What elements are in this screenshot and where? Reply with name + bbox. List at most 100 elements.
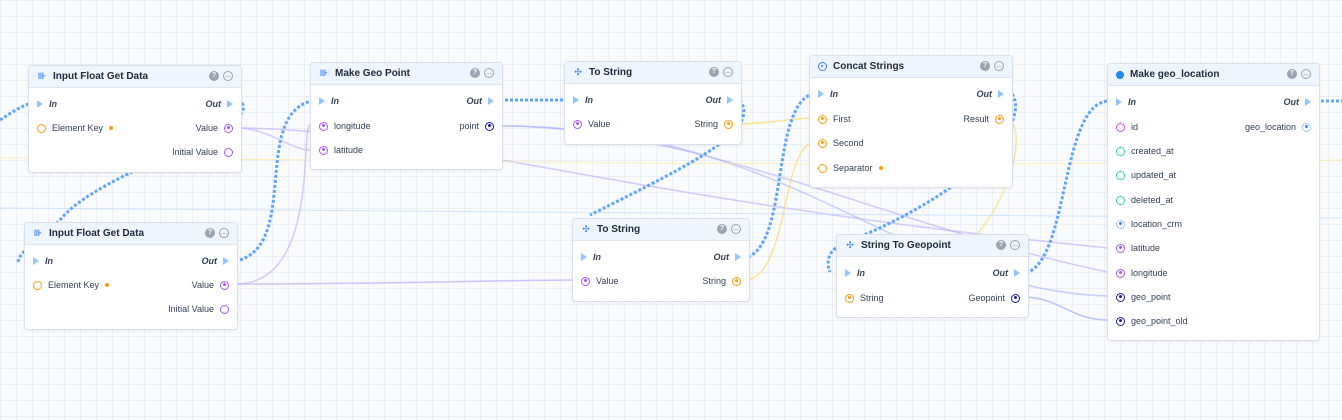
node-title: String To Geopoint [861, 240, 951, 251]
node-header[interactable]: ⊪ Input Float Get Data ?… [25, 223, 237, 245]
result-pin[interactable] [995, 114, 1004, 124]
comment-icon[interactable]: … [1010, 240, 1020, 250]
exec-out-pin[interactable] [488, 97, 494, 105]
geo-location-pin[interactable] [1302, 122, 1311, 132]
element-key-pin[interactable] [33, 280, 42, 290]
exec-out-pin[interactable] [227, 100, 233, 108]
node-header[interactable]: ⊪ Input Float Get Data ?… [29, 66, 241, 88]
help-icon[interactable]: ? [1287, 69, 1297, 79]
element-key-pin[interactable] [37, 123, 46, 133]
node-header[interactable]: ⊪ Make Geo Point ?… [311, 63, 502, 85]
help-icon[interactable]: ? [470, 68, 480, 78]
exec-out-label: Out [976, 89, 993, 99]
string-pin[interactable] [732, 276, 741, 286]
node-title: Make geo_location [1130, 69, 1220, 80]
node-title: Make Geo Point [335, 68, 411, 79]
value-pin[interactable] [581, 276, 590, 286]
comment-icon[interactable]: … [731, 224, 741, 234]
comment-icon[interactable]: … [484, 68, 494, 78]
latitude-pin[interactable] [319, 145, 328, 155]
node-title: Input Float Get Data [49, 228, 144, 239]
exec-out-pin[interactable] [998, 90, 1004, 98]
node-concat-strings[interactable]: Concat Strings ?… In Out First Result Se… [809, 55, 1013, 188]
initial-value-pin[interactable] [220, 304, 229, 314]
help-icon[interactable]: ? [996, 240, 1006, 250]
value-pin[interactable] [573, 119, 582, 129]
created-at-pin[interactable] [1116, 146, 1125, 156]
exec-in-label: In [830, 89, 838, 99]
comment-icon[interactable]: … [219, 228, 229, 238]
help-icon[interactable]: ? [717, 224, 727, 234]
pin-label: String [702, 276, 726, 286]
string-pin[interactable] [724, 119, 733, 129]
comment-icon[interactable]: … [223, 71, 233, 81]
exec-out-label: Out [201, 256, 218, 266]
node-header[interactable]: ✣ To String ?… [573, 219, 749, 241]
pin-label: longitude [1131, 268, 1168, 278]
help-icon[interactable]: ? [209, 71, 219, 81]
required-dot [109, 126, 114, 130]
exec-in-pin[interactable] [319, 97, 325, 105]
value-pin[interactable] [220, 280, 229, 290]
node-header[interactable]: ✣ To String ?… [565, 62, 741, 84]
exec-in-pin[interactable] [818, 90, 824, 98]
exec-out-pin[interactable] [727, 96, 733, 104]
exec-in-pin[interactable] [1116, 98, 1122, 106]
location-crm-pin[interactable] [1116, 219, 1125, 229]
exec-out-pin[interactable] [735, 253, 741, 261]
pin-label: deleted_at [1131, 195, 1174, 205]
node-input-float-get-data[interactable]: ⊪ Input Float Get Data ?… In Out Element… [24, 222, 238, 330]
exec-out-pin[interactable] [1305, 98, 1311, 106]
pin-label: First [833, 114, 851, 124]
longitude-pin[interactable] [319, 121, 328, 131]
string-pin[interactable] [845, 293, 854, 303]
node-string-to-geopoint[interactable]: ✣ String To Geopoint ?… In Out String Ge… [836, 234, 1029, 318]
geopoint-pin[interactable] [1011, 293, 1020, 303]
pin-label: Value [588, 119, 611, 129]
pin-label: Result [963, 114, 989, 124]
separator-pin[interactable] [818, 163, 827, 173]
pin-label: Separator [833, 163, 873, 173]
data-wire [743, 141, 817, 281]
help-icon[interactable]: ? [980, 61, 990, 71]
node-input-float-get-data[interactable]: ⊪ Input Float Get Data ?… In Out Element… [28, 65, 242, 173]
node-make-geo-location[interactable]: Make geo_location ?… In Out id geo_locat… [1107, 63, 1320, 341]
exec-out-pin[interactable] [223, 257, 229, 265]
second-pin[interactable] [818, 138, 827, 148]
help-icon[interactable]: ? [205, 228, 215, 238]
node-make-geo-point[interactable]: ⊪ Make Geo Point ?… In Out longitude poi… [310, 62, 503, 170]
node-to-string[interactable]: ✣ To String ?… In Out Value String [572, 218, 750, 302]
exec-in-pin[interactable] [845, 269, 851, 277]
point-pin[interactable] [485, 121, 494, 131]
latitude-pin[interactable] [1116, 243, 1125, 253]
node-header[interactable]: ✣ String To Geopoint ?… [837, 235, 1028, 257]
exec-in-pin[interactable] [33, 257, 39, 265]
geo-point-pin[interactable] [1116, 292, 1125, 302]
initial-value-pin[interactable] [224, 147, 233, 157]
convert-icon: ✣ [582, 224, 590, 234]
pin-label: String [694, 119, 718, 129]
exec-in-pin[interactable] [573, 96, 579, 104]
updated-at-pin[interactable] [1116, 170, 1125, 180]
exec-in-pin[interactable] [37, 100, 43, 108]
node-header[interactable]: Make geo_location ? … [1108, 64, 1319, 86]
exec-out-label: Out [1283, 97, 1300, 107]
exec-in-label: In [585, 95, 593, 105]
geo-point-old-pin[interactable] [1116, 316, 1125, 326]
first-pin[interactable] [818, 114, 827, 124]
comment-icon[interactable]: … [994, 61, 1004, 71]
value-pin[interactable] [224, 123, 233, 133]
pin-label: Value [195, 123, 218, 133]
deleted-at-pin[interactable] [1116, 195, 1125, 205]
comment-icon[interactable]: … [723, 67, 733, 77]
help-icon[interactable]: ? [709, 67, 719, 77]
longitude-pin[interactable] [1116, 268, 1125, 278]
node-header[interactable]: Concat Strings ?… [810, 56, 1012, 78]
node-to-string[interactable]: ✣ To String ?… In Out Value String [564, 61, 742, 145]
exec-out-pin[interactable] [1014, 269, 1020, 277]
comment-icon[interactable]: … [1301, 69, 1311, 79]
id-pin[interactable] [1116, 122, 1125, 132]
exec-in-pin[interactable] [581, 253, 587, 261]
exec-out-label: Out [705, 95, 722, 105]
